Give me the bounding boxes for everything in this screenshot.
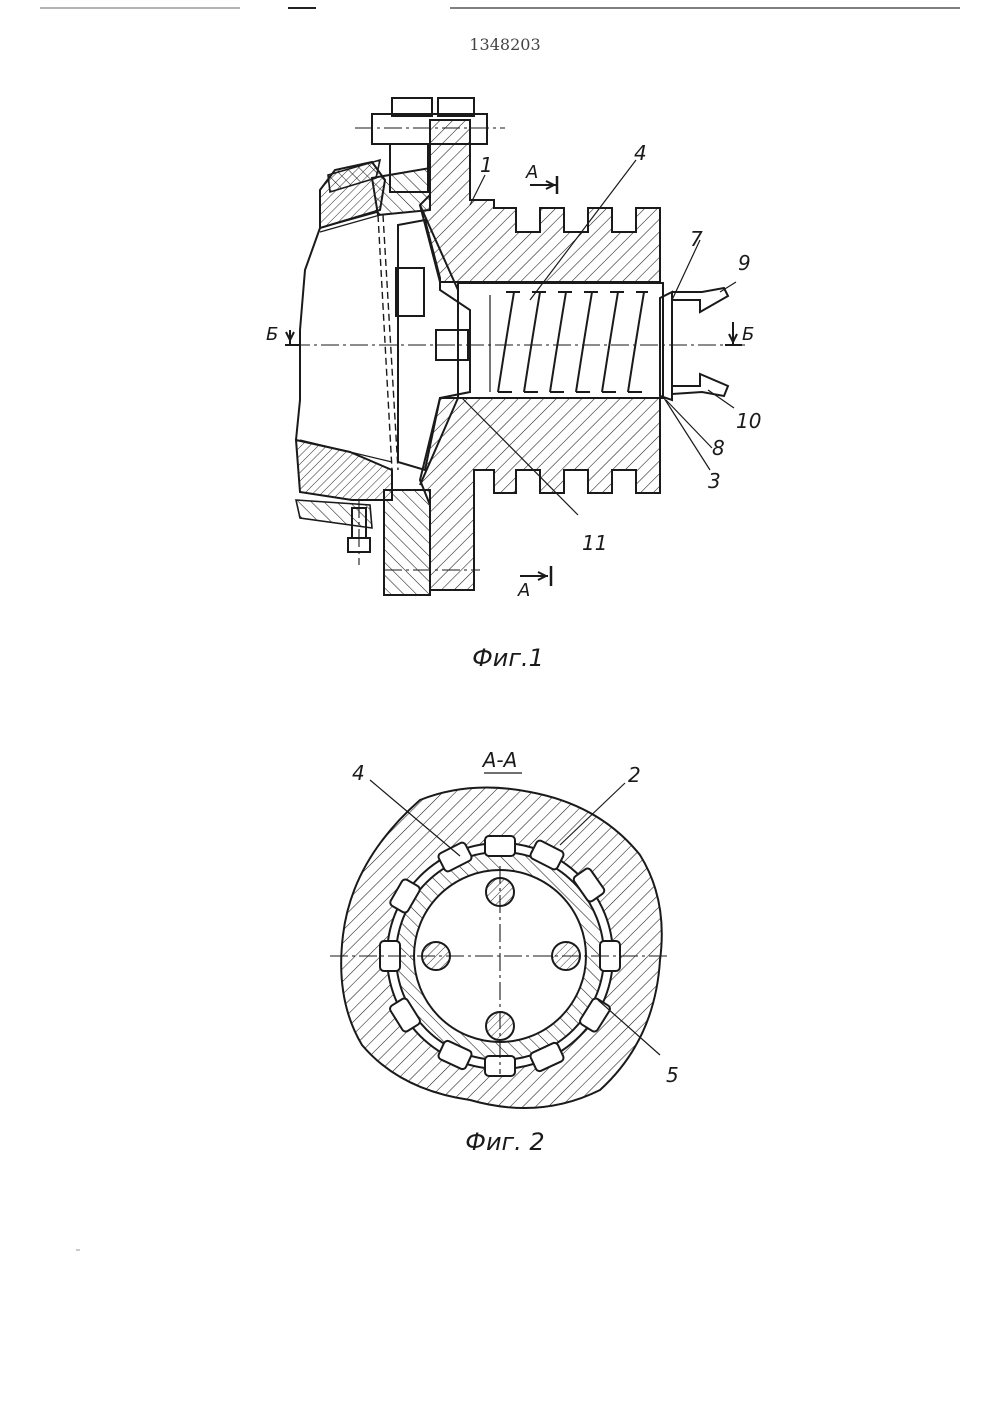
fig1-label-3: 3 [708,469,721,493]
flange-plate [384,490,430,595]
claw-lower [672,374,728,396]
figure-1: 1 4 7 9 10 8 3 11 А А Б Б Фиг.1 [266,98,761,672]
bleed-screw [348,500,370,565]
rim-lower [296,440,392,500]
figure-2: А-А [330,748,679,1156]
section-letter-a-bottom: А [517,580,530,601]
fig1-label-11: 11 [582,531,607,555]
drum-outline [296,228,320,440]
fig2-label-4: 4 [352,761,365,785]
section-letter-b-right: Б [742,324,754,345]
fig2-label-5: 5 [666,1063,679,1087]
spring [498,292,648,392]
end-cap [660,292,672,400]
fig2-label-2: 2 [628,763,641,787]
figure-1-caption: Фиг.1 [472,644,544,672]
claw-upper [672,288,728,312]
patent-number: 1348203 [469,35,540,54]
section-title-a-a: А-А [481,748,518,772]
fig1-label-8: 8 [712,436,725,460]
fig1-label-1: 1 [480,153,493,177]
housing-upper [420,120,660,282]
fig1-label-9: 9 [738,251,751,275]
section-letter-b-left: Б [266,324,278,345]
section-letter-a-top: А [525,162,538,183]
fig1-label-7: 7 [690,227,703,251]
fig1-label-4: 4 [634,141,647,165]
housing-lower [420,398,660,590]
spring-chamber [458,283,663,398]
fig1-label-10: 10 [736,409,761,433]
tire-lower [296,500,372,528]
figure-2-caption: Фиг. 2 [465,1128,544,1156]
